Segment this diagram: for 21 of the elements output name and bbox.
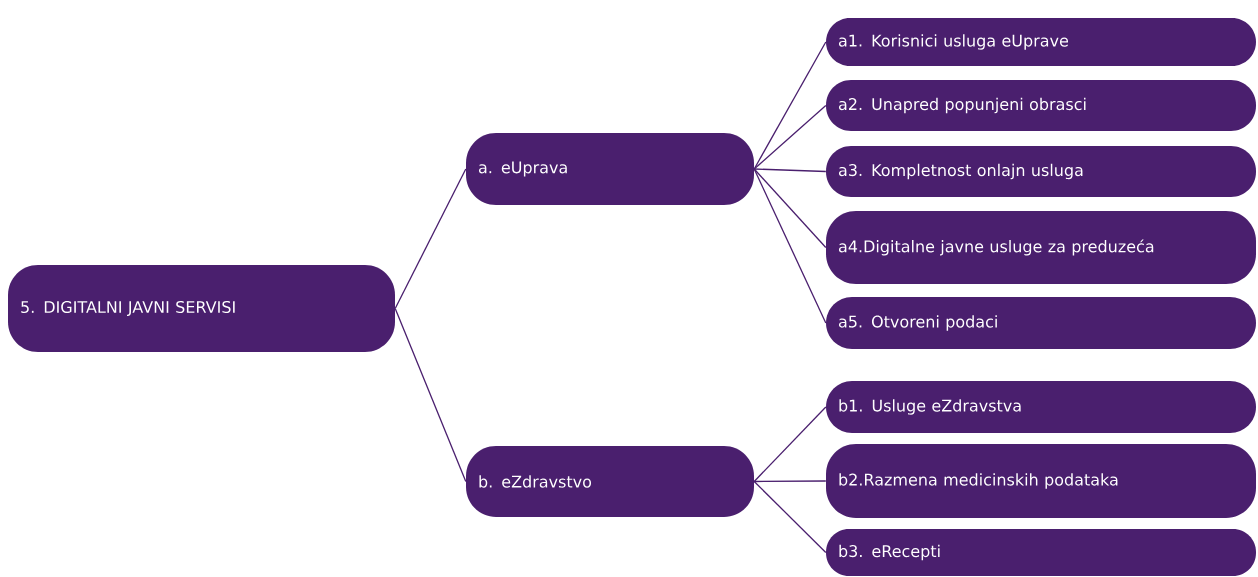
connector-line [394,168,467,310]
leaf-box: a2. Unapred popunjeni obrasci [826,80,1256,131]
leaf-box: a1. Korisnici usluga eUprave [826,18,1256,66]
leaf-box: b3. eRecepti [826,529,1256,576]
leaf-box: a5. Otvoreni podaci [826,297,1256,349]
leaf-box: b2.Razmena medicinskih podataka [826,444,1256,518]
leaf-box: a4.Digitalne javne usluge za preduzeća [826,211,1256,284]
connector-line [753,480,827,483]
connector-line [753,168,827,324]
connector-line [753,41,827,170]
connector-line [753,168,827,249]
connector-line [753,480,827,554]
leaf-box: b1. Usluge eZdravstva [826,381,1256,433]
connector-line [394,307,467,483]
connector-line [753,406,827,483]
connector-line [753,168,827,173]
branch-box: a. eUprava [466,133,754,205]
branch-box: b. eZdravstvo [466,446,754,517]
root-box: 5. DIGITALNI JAVNI SERVISI [8,265,395,352]
leaf-box: a3. Kompletnost onlajn usluga [826,146,1256,197]
connector-line [753,104,827,170]
